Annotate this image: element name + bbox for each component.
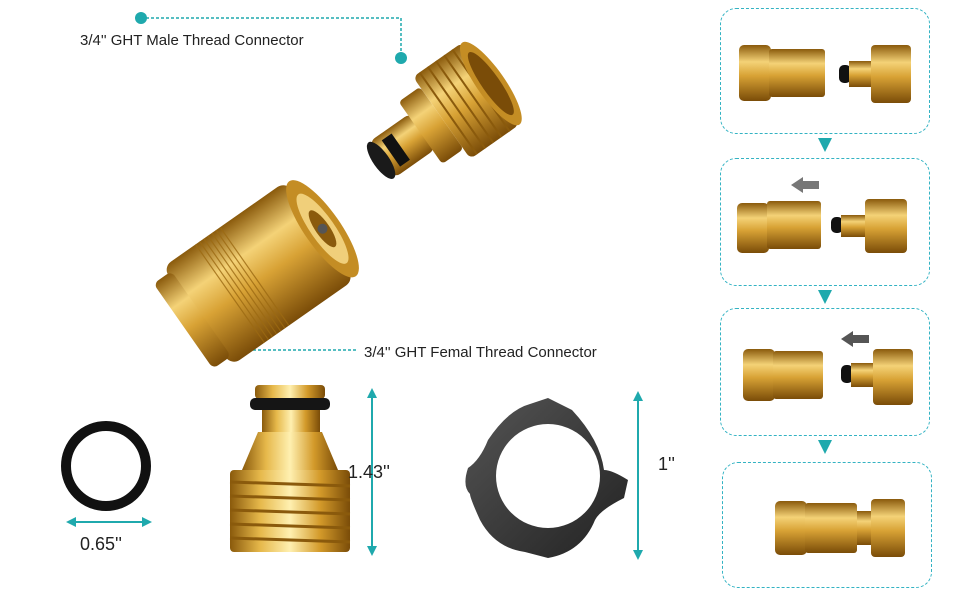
step-4-connectors-image bbox=[775, 499, 905, 557]
rubber-washer-image bbox=[465, 398, 628, 558]
female-thread-connector-image bbox=[155, 180, 359, 367]
washer-height-dimension-arrow bbox=[633, 391, 643, 560]
o-ring-image bbox=[61, 421, 151, 511]
connector-side-view-image bbox=[229, 385, 351, 552]
washer-height-label: 1'' bbox=[658, 454, 675, 474]
step-3-insert-box bbox=[720, 308, 930, 436]
step-2-pull-back-box bbox=[720, 158, 930, 286]
step-3-connectors-image bbox=[743, 331, 913, 405]
male-thread-connector-image bbox=[366, 41, 522, 179]
step-flow-arrows bbox=[818, 138, 832, 454]
male-callout-line bbox=[135, 12, 407, 64]
step-2-connectors-image bbox=[737, 177, 907, 253]
step-1-separated-box bbox=[720, 8, 930, 134]
male-connector-label: 3/4'' GHT Male Thread Connector bbox=[80, 32, 304, 49]
connector-height-dimension-arrow bbox=[367, 388, 377, 556]
step-1-connectors-image bbox=[739, 45, 911, 103]
connector-height-label: 1.43'' bbox=[348, 462, 390, 482]
step-4-connected-box bbox=[722, 462, 932, 588]
o-ring-width-label: 0.65'' bbox=[80, 534, 122, 554]
o-ring-dimension-arrow bbox=[66, 517, 152, 527]
female-connector-label: 3/4'' GHT Femal Thread Connector bbox=[364, 344, 597, 361]
